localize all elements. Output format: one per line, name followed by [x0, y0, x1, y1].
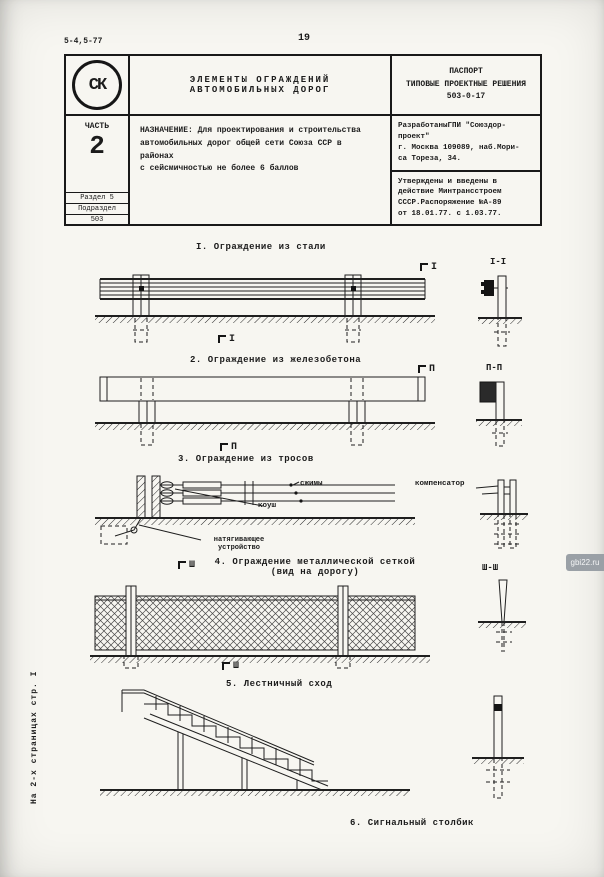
sk-logo-icon: СК	[72, 60, 122, 110]
podrazdel-number: 503	[66, 214, 128, 225]
part-label: ЧАСТЬ	[84, 122, 109, 131]
steel-guardrail-drawing	[95, 274, 435, 343]
document-title: ЭЛЕМЕНТЫ ОГРАЖДЕНИЙ АВТОМОБИЛЬНЫХ ДОРОГ	[189, 75, 331, 95]
approval-text: Утверждены и введены в действие Минтранс…	[398, 177, 502, 219]
part-number: 2	[89, 131, 105, 161]
razdel-label: Раздел 5	[66, 192, 128, 203]
logo-cell: СК	[66, 56, 130, 116]
steel-guardrail-section-drawing	[478, 275, 522, 347]
fig4-cut-marker-bottom: Ш	[222, 660, 239, 672]
fig3-label-thimble: коуш	[258, 502, 277, 510]
fig3-label-clamps: сжимы	[300, 480, 323, 488]
fig2-cut-marker-bottom: П	[220, 441, 237, 453]
podrazdel-label: Подраздел	[66, 203, 128, 214]
fig4-section-label: Ш-Ш	[482, 563, 499, 573]
fig4-title: 4. Ограждение металлической сеткой (вид …	[214, 557, 416, 577]
fig6-title: 6. Сигнальный столбик	[350, 818, 474, 828]
fig3-label-tensioner: натягивающее устройство	[213, 536, 265, 552]
developer-text: РазработаныГПИ "Союздор- проект" г. Моск…	[392, 116, 540, 172]
fig2-title: 2. Ограждение из железобетона	[190, 355, 362, 365]
doc-type-1: ПАСПОРТ	[449, 66, 483, 76]
part-cell: ЧАСТЬ 2 Раздел 5 Подраздел 503	[66, 116, 130, 225]
fig5-title: 5. Лестничный сход	[226, 679, 333, 689]
fig4-cut-marker-top: Ш	[178, 559, 195, 571]
page-number: 19	[298, 33, 311, 44]
header-table: СК ЭЛЕМЕНТЫ ОГРАЖДЕНИЙ АВТОМОБИЛЬНЫХ ДОР…	[64, 54, 542, 226]
signal-post-drawing	[472, 695, 524, 799]
passport-cell: ПАСПОРТ ТИПОВЫЕ ПРОЕКТНЫЕ РЕШЕНИЯ 503-0-…	[392, 56, 540, 116]
concrete-guardrail-drawing	[95, 376, 435, 446]
watermark-badge: gbi22.ru	[566, 554, 604, 571]
cable-guardrail-drawing	[95, 475, 415, 545]
doc-type-2: ТИПОВЫЕ ПРОЕКТНЫЕ РЕШЕНИЯ	[405, 79, 527, 89]
cable-compensator-section-drawing	[475, 479, 528, 549]
fig2-cut-marker-top: П	[418, 363, 435, 375]
side-note: На 2-х страницах стр. I	[30, 670, 39, 804]
fig3-title: 3. Ограждение из тросов	[178, 454, 314, 464]
developer-approval-cell: РазработаныГПИ "Союздор- проект" г. Моск…	[392, 116, 540, 225]
fig1-cut-marker-top: I	[420, 261, 437, 273]
title-cell: ЭЛЕМЕНТЫ ОГРАЖДЕНИЙ АВТОМОБИЛЬНЫХ ДОРОГ	[130, 56, 392, 116]
mesh-fence-section-drawing	[478, 579, 526, 652]
fig3-label-compensator: компенсатор	[415, 480, 465, 488]
mesh-fence-drawing	[90, 585, 430, 669]
doc-code: 5-4,5-77	[64, 37, 103, 46]
purpose-text: НАЗНАЧЕНИЕ: Для проектирования и строите…	[130, 116, 392, 225]
concrete-guardrail-section-drawing	[476, 381, 522, 447]
fig1-section-label: I-I	[490, 257, 507, 267]
stairway-drawing	[100, 689, 410, 796]
doc-number: 503-0-17	[446, 92, 486, 102]
logo-text: СК	[88, 75, 107, 95]
fig1-title: I. Ограждение из стали	[196, 242, 326, 252]
fig2-section-label: П-П	[486, 363, 503, 373]
fig1-cut-marker-bottom: I	[218, 333, 235, 345]
